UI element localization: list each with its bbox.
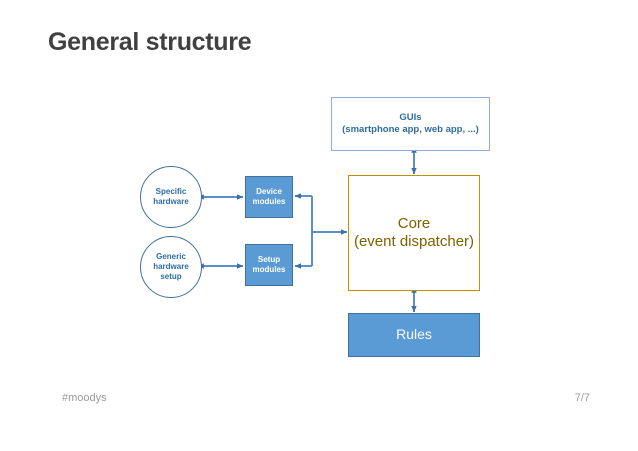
node-rules-label: Rules <box>396 326 432 343</box>
node-guis-label-line1: GUIs <box>399 112 422 124</box>
node-generic-hardware-label-line3: setup <box>160 271 182 281</box>
node-device-modules-label-line2: modules <box>252 197 286 206</box>
page-title: General structure <box>48 28 252 56</box>
node-core[interactable]: Core (event dispatcher) <box>348 175 480 291</box>
node-setup-modules[interactable]: Setup modules <box>245 244 293 286</box>
node-guis[interactable]: GUIs (smartphone app, web app, ...) <box>331 97 490 151</box>
node-generic-hardware-label-line2: hardware <box>153 262 189 272</box>
node-setup-modules-label-line1: Setup <box>257 255 281 265</box>
node-core-label-line2: (event dispatcher) <box>353 233 475 250</box>
footer-page-number: 7/7 <box>574 392 590 404</box>
node-setup-modules-label-line2: modules <box>252 265 286 274</box>
node-specific-hardware-label-line2: hardware <box>153 197 189 206</box>
node-device-modules[interactable]: Device modules <box>245 176 293 218</box>
node-guis-label-line2: (smartphone app, web app, ...) <box>342 124 479 135</box>
node-device-modules-label-line1: Device <box>256 187 282 197</box>
node-specific-hardware-label-line1: Specific <box>155 187 187 197</box>
node-core-label-line1: Core <box>397 214 431 232</box>
node-specific-hardware[interactable]: Specific hardware <box>140 166 202 228</box>
footer-handle: #moodys <box>62 392 107 404</box>
node-generic-hardware-label-line1: Generic <box>156 252 186 262</box>
node-rules[interactable]: Rules <box>348 313 480 357</box>
node-generic-hardware[interactable]: Generic hardware setup <box>140 236 202 298</box>
